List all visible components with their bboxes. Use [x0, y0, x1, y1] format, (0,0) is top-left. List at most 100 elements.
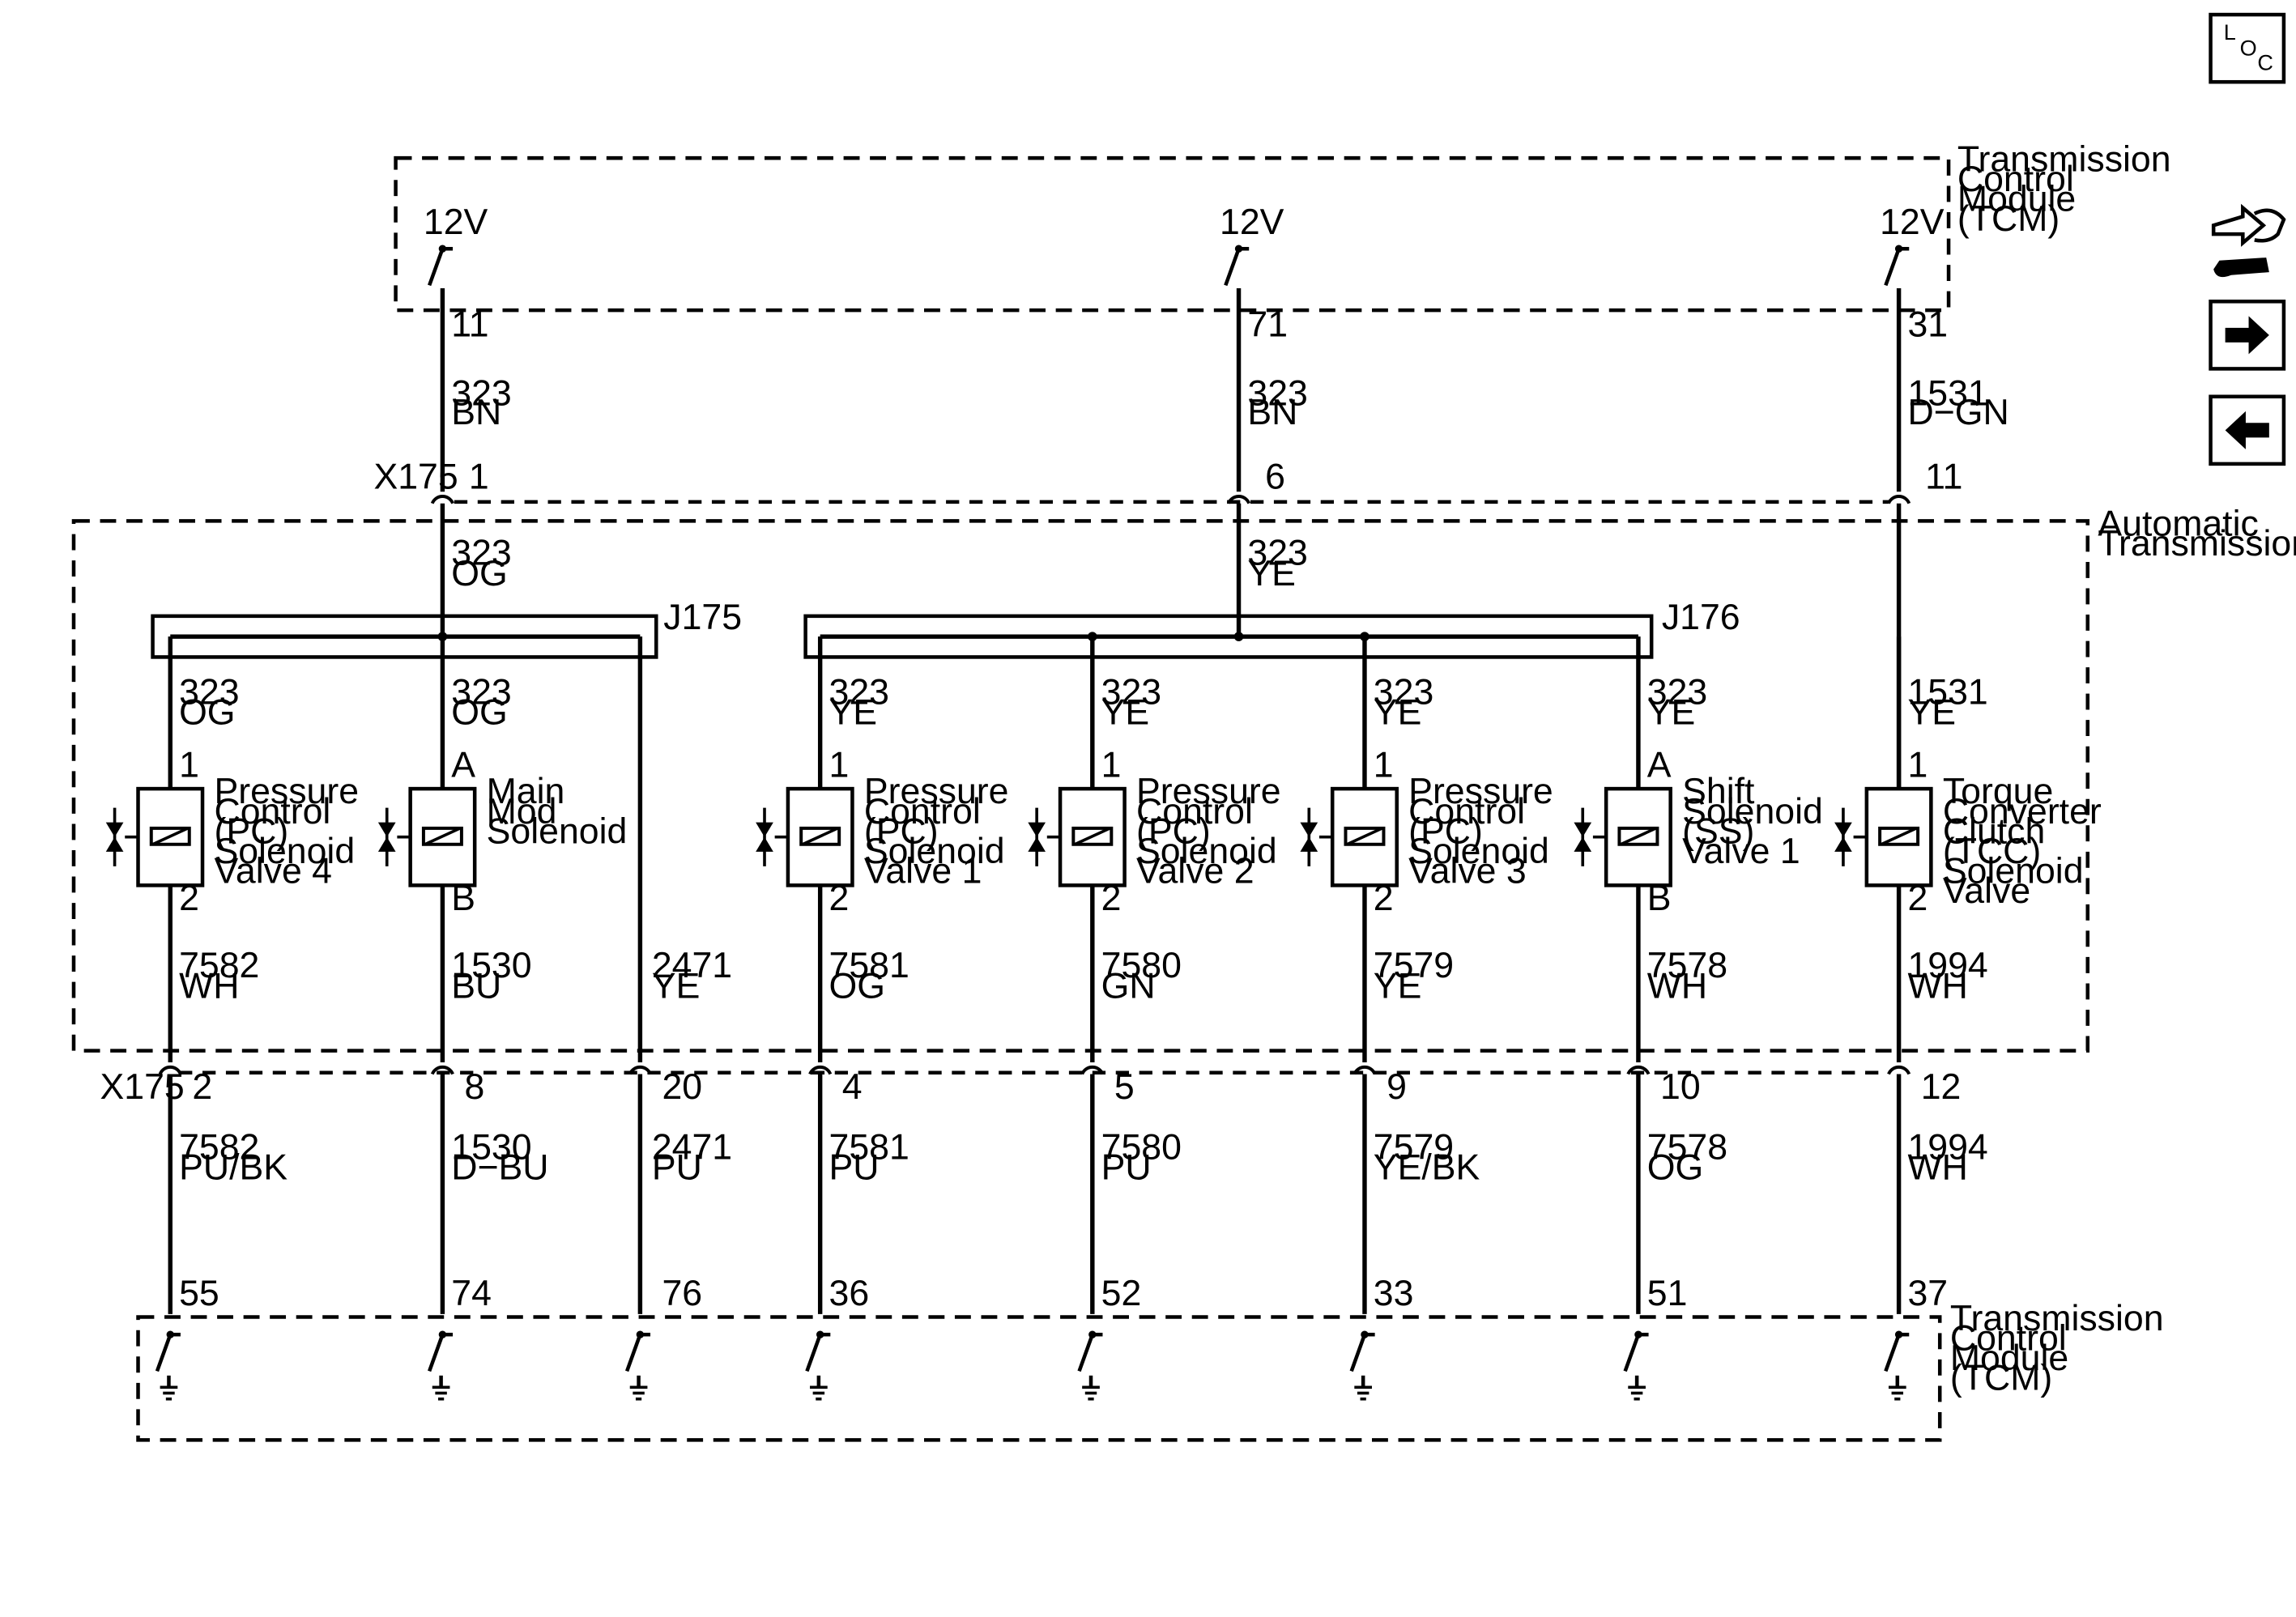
tcm-pin-label: 71: [1247, 305, 1288, 345]
plug-shape: [2253, 208, 2286, 243]
solenoid-pin-label: A: [451, 746, 475, 785]
tcm-bottom-label: Transmission: [1950, 1299, 2164, 1338]
splice-j176-label: J176: [1662, 598, 1740, 637]
wire-color: PU/BK: [179, 1148, 288, 1188]
arrow-left-icon: [2225, 411, 2269, 449]
valve-arrow-down: [1574, 822, 1592, 837]
connector-tool-icon[interactable]: [2211, 203, 2286, 278]
wire-color: OG: [451, 693, 507, 733]
tcm-pin-label: 52: [1101, 1274, 1142, 1313]
splice-j175-bar: [151, 614, 658, 659]
wire-circuit-number: 1530: [451, 1127, 531, 1167]
solenoid-symbol: [105, 786, 205, 887]
wire-color: YE: [1647, 693, 1696, 733]
valve-arrow-down: [105, 822, 124, 837]
solenoid-name: Solenoid: [1408, 832, 1549, 871]
wire-color: WH: [1907, 967, 1967, 1006]
wire-color: PU: [1101, 1148, 1152, 1188]
tcm-pin-label: 51: [1647, 1274, 1688, 1313]
wire-circuit-number: 323: [829, 672, 889, 712]
wire-circuit-number: 323: [179, 672, 239, 712]
valve-arrow-down: [1300, 822, 1318, 837]
tcm-pin-label: 37: [1907, 1274, 1948, 1313]
loc-letter: L: [2224, 19, 2236, 45]
wire-circuit-number: 323: [451, 672, 511, 712]
tcm-top-label: (TCM): [1957, 199, 2060, 239]
splice-j175-label: J175: [663, 598, 742, 637]
splice-dot: [1360, 632, 1370, 641]
valve-arrow-down: [377, 822, 396, 837]
x175-pin-label: 4: [842, 1067, 863, 1107]
wire-color: BN: [1247, 393, 1297, 432]
solenoid-name: Valve 1: [1682, 832, 1800, 871]
wire-circuit-number: 7578: [1647, 946, 1727, 985]
loc-button-frame: [2209, 12, 2286, 84]
solenoid-name: Valve 4: [214, 851, 332, 891]
wire-color: PU: [829, 1148, 880, 1188]
next-page-button[interactable]: [2209, 300, 2286, 371]
solenoid-name: Valve 3: [1408, 851, 1527, 891]
static-frames: TransmissionControlModule(TCM)AutomaticT…: [71, 139, 2296, 1442]
wire-circuit-number: 1530: [451, 946, 531, 985]
connector-terminal: [1080, 1065, 1105, 1075]
x175-pin-label: 2: [192, 1067, 212, 1107]
arrow-shape: [2211, 203, 2267, 247]
solenoid-circuit: 323YE12PressureControl(PC)SolenoidValve …: [756, 636, 1008, 1401]
solenoid-name: (PC): [1408, 811, 1483, 851]
solenoid-name: Converter: [1943, 792, 2102, 832]
solenoid-symbol: [1834, 786, 1933, 887]
solenoid-name: Solenoid: [487, 811, 628, 851]
connector-terminal: [1626, 1065, 1651, 1075]
wire-color: YE: [1907, 693, 1956, 733]
wire-circuit-number: 323: [1374, 672, 1433, 712]
solenoid-name: Main: [487, 772, 565, 811]
solenoid-coil: [1878, 826, 1920, 846]
x175-pin-label: 9: [1387, 1067, 1407, 1107]
solenoid-circuit: 323OG12PressureControl(PC)SolenoidValve …: [105, 636, 359, 1401]
loc-button[interactable]: LOC: [2209, 12, 2286, 84]
solenoid-coil: [1071, 826, 1114, 846]
switch-blade: [1623, 1334, 1641, 1372]
wire-circuit-number: 2471: [652, 946, 732, 985]
solenoid-coil-slash: [1346, 827, 1383, 846]
solenoid-name: Valve 2: [1136, 851, 1254, 891]
wire-circuit-number: 1994: [1907, 1127, 1987, 1167]
tcm-top-label: Module: [1957, 180, 2076, 219]
wire-circuit-number: 7581: [829, 1127, 909, 1167]
solenoid-coil: [1344, 826, 1386, 846]
solenoid-name: (PC): [214, 811, 288, 851]
arrow-right-icon: [2225, 316, 2269, 355]
loc-letter: C: [2257, 50, 2273, 75]
valve-arrow-up: [1574, 836, 1592, 852]
connector-terminal: [1352, 1065, 1377, 1075]
solenoid-name: Control: [214, 792, 330, 832]
tcm-bottom-label: Control: [1950, 1318, 2067, 1358]
tcm-pin-label: 36: [829, 1274, 870, 1313]
automatic-transmission-label: Automatic: [2098, 504, 2258, 543]
wire-color: YE/BK: [1374, 1148, 1480, 1188]
wire-circuit-number: 7580: [1101, 946, 1182, 985]
solenoid-name: Solenoid: [1682, 792, 1823, 832]
solenoid-name: Valve 1: [864, 851, 982, 891]
wire-circuit-number: 7579: [1374, 946, 1454, 985]
wire-circuit-number: 7581: [829, 946, 909, 985]
switch-blade: [624, 1334, 642, 1372]
wire-color: YE: [1374, 967, 1422, 1006]
wire-circuit-number: 323: [1247, 374, 1307, 414]
wire-color: BN: [451, 393, 501, 432]
solenoid-pin-label: 1: [829, 746, 850, 785]
solenoid-coil-slash: [1620, 827, 1657, 846]
solenoid-name: Pressure: [1408, 772, 1553, 811]
solenoid-name: Control: [1408, 792, 1525, 832]
previous-page-button[interactable]: [2209, 394, 2286, 466]
automatic-transmission-label: Transmission: [2098, 524, 2296, 564]
wire-color: OG: [179, 693, 235, 733]
connector-terminal: [158, 1065, 182, 1075]
solenoid-name: Shift: [1682, 772, 1755, 811]
connector-terminal: [628, 1065, 652, 1075]
solenoid-symbol: [1028, 786, 1127, 887]
switch-blade: [155, 1334, 173, 1372]
solenoid-symbol: [377, 786, 477, 887]
solenoid-name: Control: [864, 792, 981, 832]
